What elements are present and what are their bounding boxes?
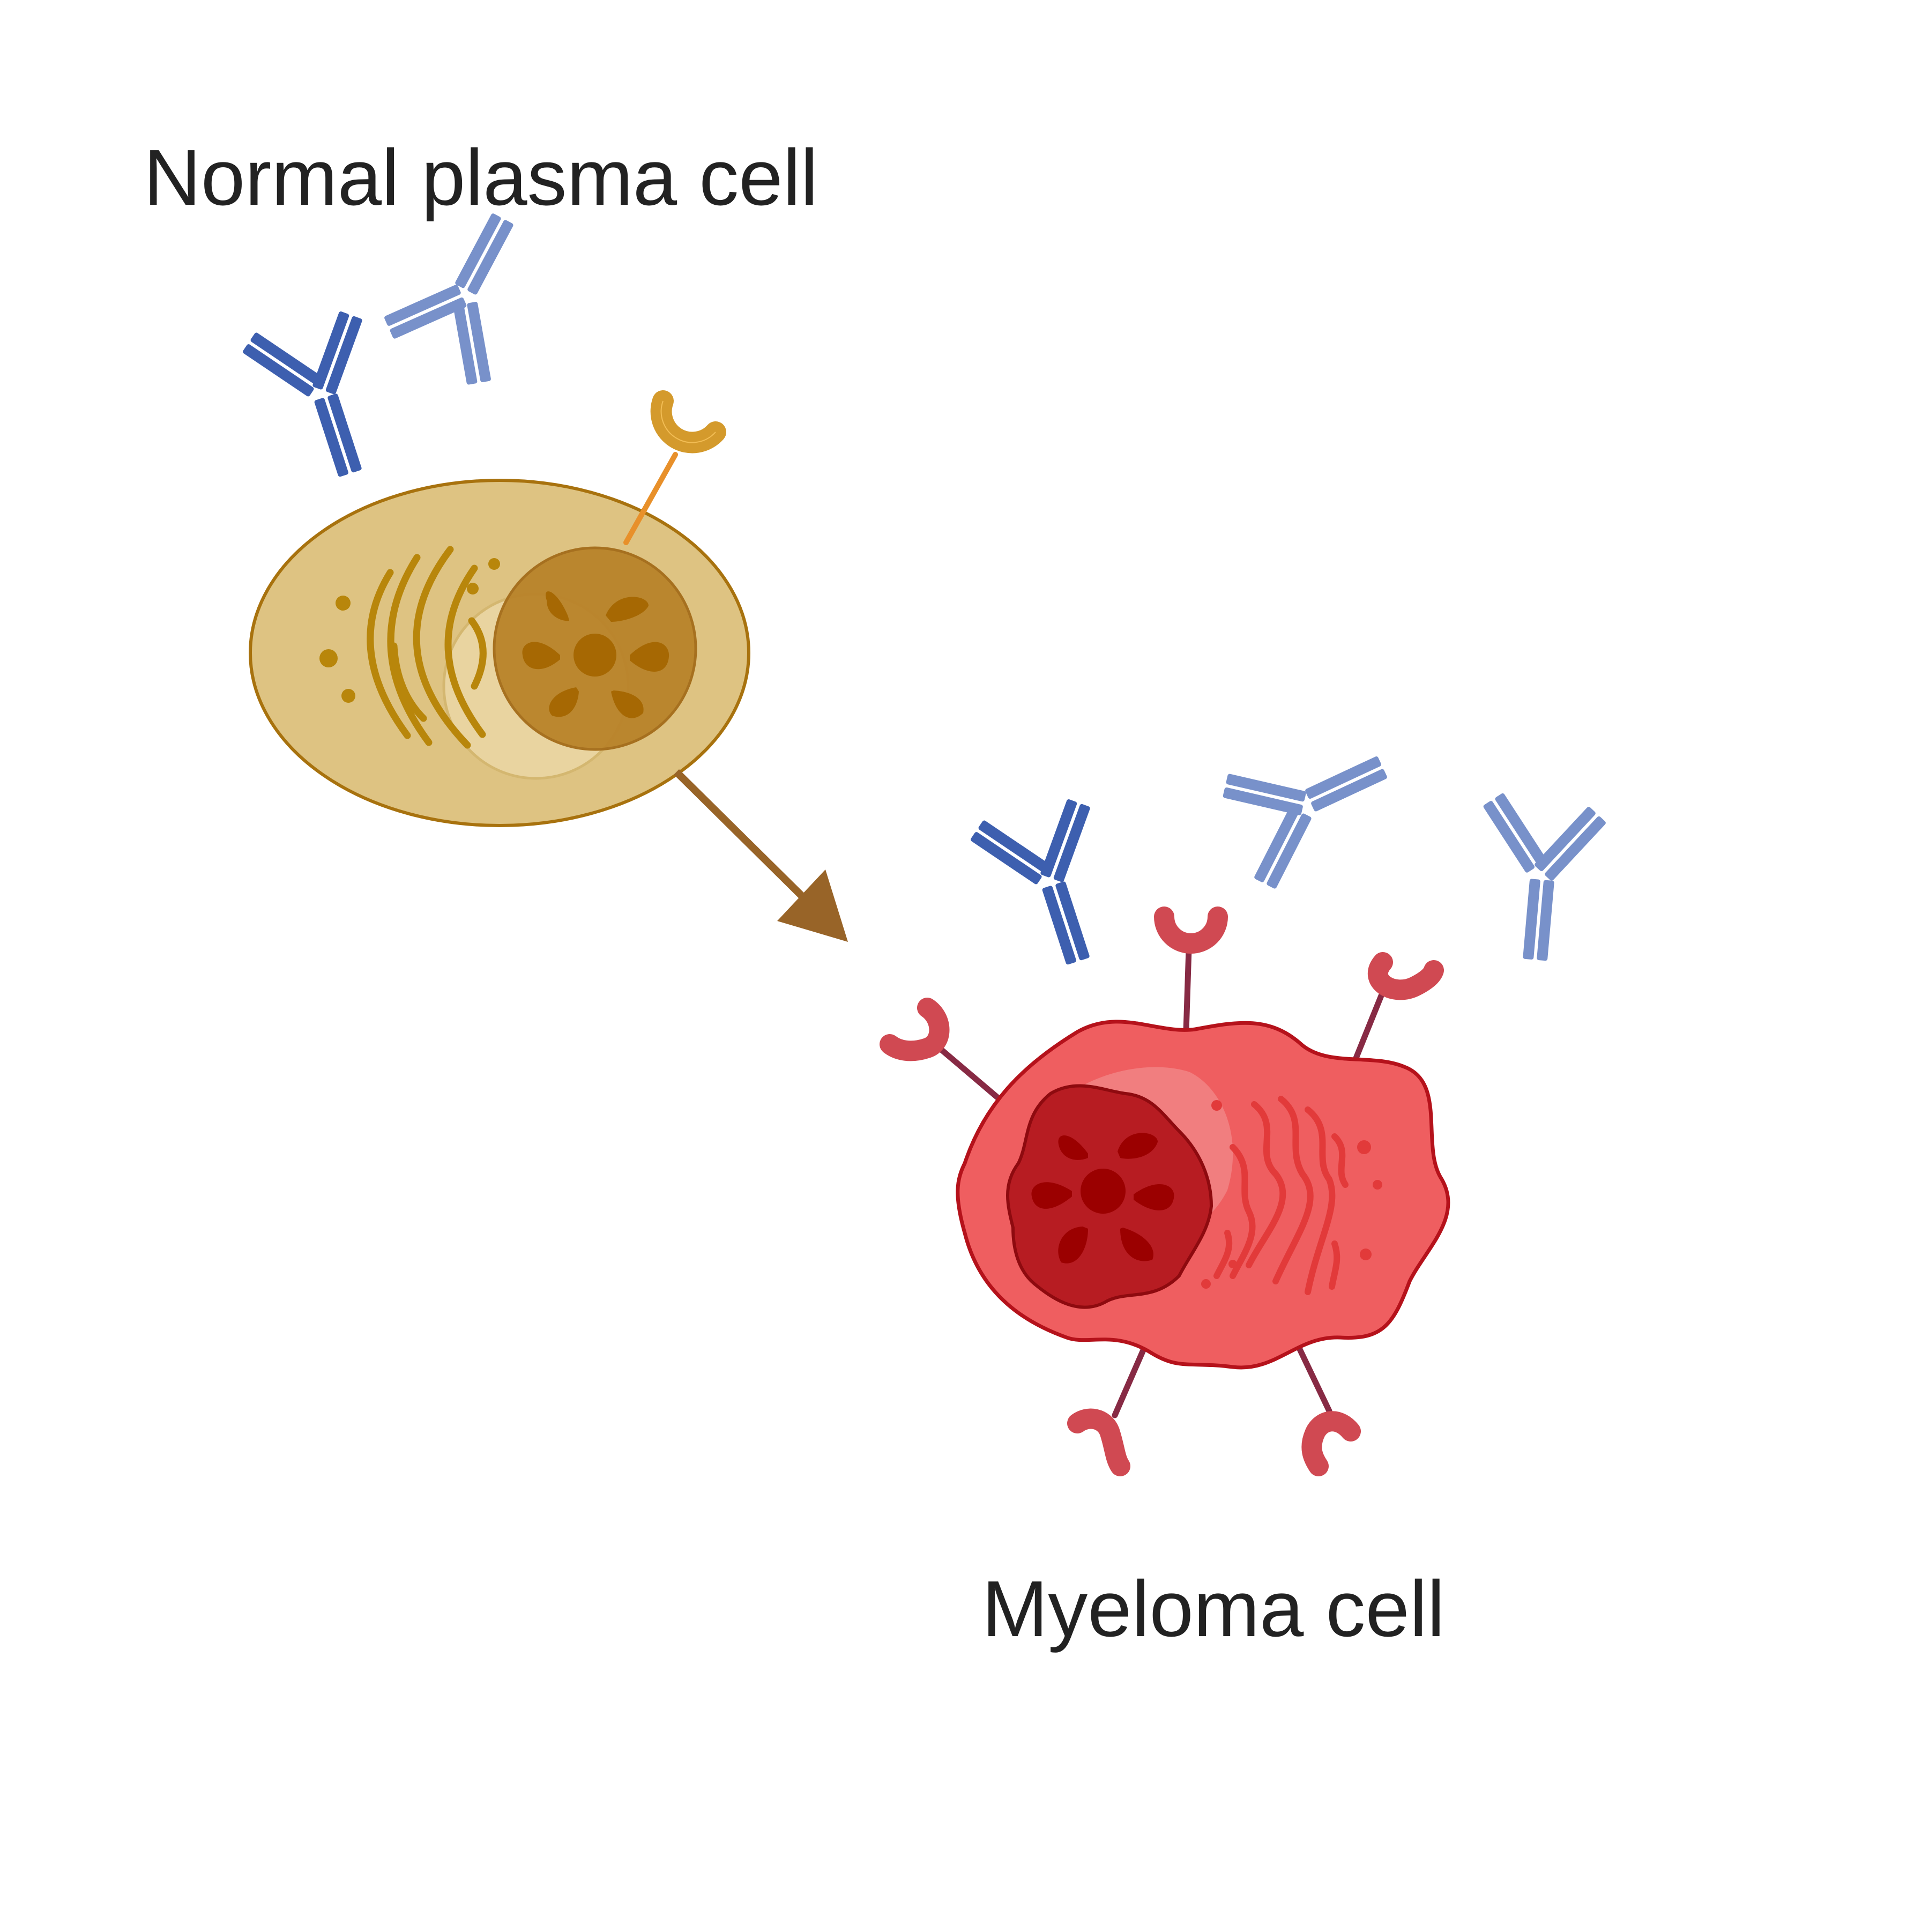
myeloma-cell-label: Myeloma cell: [982, 1565, 1445, 1653]
myeloma-chromatin: [1031, 1133, 1174, 1264]
normal-plasma-cell-label: Normal plasma cell: [144, 133, 818, 222]
transition-arrow-icon: [674, 769, 848, 942]
antibody-icon: [1469, 791, 1608, 965]
normal-chromatin: [522, 591, 669, 718]
myeloma-cell: [880, 906, 1450, 1476]
antibody-icon: [1209, 713, 1411, 896]
myeloma-endoplasmic-reticulum: [1213, 1096, 1349, 1295]
antibody-icon: [965, 787, 1135, 982]
normal-vesicles: [319, 558, 500, 703]
myeloma-vesicles: [1201, 1100, 1382, 1289]
normal-receptor: [623, 390, 726, 545]
normal-endoplasmic-reticulum: [367, 546, 487, 749]
normal-plasma-cell: [249, 390, 750, 827]
antibody-icon: [237, 299, 407, 494]
receptor-icon: [880, 906, 1444, 1476]
